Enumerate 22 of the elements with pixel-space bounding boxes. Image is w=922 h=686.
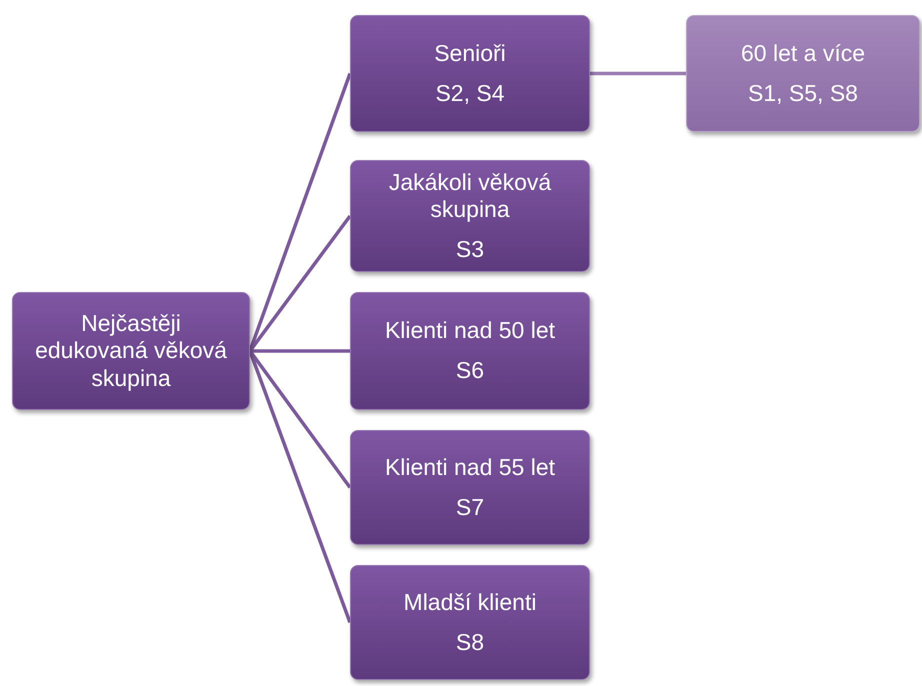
box-label: Klienti nad 50 let bbox=[384, 317, 556, 345]
source-codes: S3 bbox=[456, 236, 484, 264]
group-box bbox=[350, 292, 590, 410]
box-label: 60 let a více bbox=[740, 40, 866, 68]
group-box bbox=[350, 15, 590, 132]
box-label: Senioři bbox=[434, 40, 506, 68]
source-codes: S7 bbox=[456, 494, 484, 522]
box-label: Klienti nad 55 let bbox=[384, 454, 556, 482]
group-box bbox=[12, 292, 250, 410]
group-box bbox=[686, 15, 920, 132]
box-label: Mladší klienti bbox=[404, 588, 536, 616]
source-codes: S1, S5, S8 bbox=[748, 80, 858, 108]
connector-line bbox=[250, 349, 350, 353]
source-codes: S8 bbox=[456, 628, 484, 656]
group-box bbox=[350, 565, 590, 680]
group-box bbox=[350, 160, 590, 272]
box-label: Nejčastěji edukovaná věková skupina bbox=[34, 310, 228, 392]
group-box bbox=[350, 430, 590, 545]
source-codes: S2, S4 bbox=[435, 80, 505, 108]
box-label: Jakákoli věková skupina bbox=[388, 168, 552, 224]
source-codes: S6 bbox=[456, 357, 484, 385]
connector-line bbox=[590, 72, 686, 76]
